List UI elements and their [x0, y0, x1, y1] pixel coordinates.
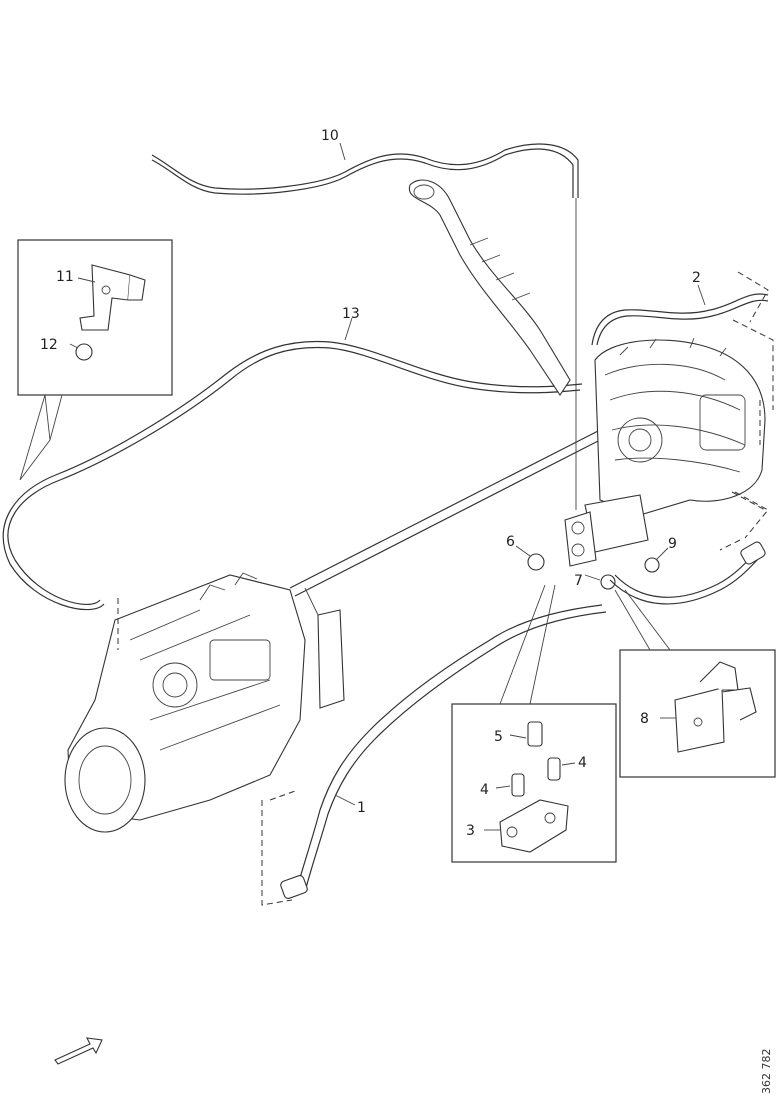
straight-tube [289, 429, 605, 597]
engine-block [64, 572, 345, 833]
right-dashed-guides [719, 491, 766, 551]
callout-3: 3 [466, 823, 475, 839]
callout-2: 2 [692, 270, 701, 286]
callout-5: 5 [494, 729, 503, 745]
callout-7: 7 [574, 573, 583, 589]
callout-leaders [334, 142, 706, 806]
fitting-5 [527, 721, 543, 747]
direction-arrow-icon [54, 1037, 103, 1065]
compressor [594, 337, 766, 516]
callout-4-left: 4 [480, 782, 489, 798]
pipe-1-dashed-guides [261, 789, 299, 906]
inset-box-8 [614, 589, 776, 778]
nut-7 [600, 574, 616, 590]
pipe-2 [591, 293, 769, 346]
bolt-9 [644, 557, 660, 573]
pipe-2-dashed-guides [732, 271, 774, 539]
inset-box-11-12 [17, 239, 173, 481]
callout-12: 12 [40, 337, 58, 353]
callout-1: 1 [357, 800, 366, 816]
nut-12 [75, 343, 93, 361]
callout-10: 10 [321, 128, 339, 144]
callout-13: 13 [342, 306, 360, 322]
pipe-13 [2, 340, 583, 611]
fitting-4-right [547, 757, 561, 781]
callout-11: 11 [56, 269, 74, 285]
valve-bracket [527, 494, 660, 590]
callout-4-right: 4 [578, 755, 587, 771]
pipe-right [609, 541, 766, 605]
inset-box-3-4-5 [451, 584, 617, 863]
fitting-4-left [511, 773, 525, 797]
intake-hose [408, 179, 571, 396]
callout-8: 8 [640, 711, 649, 727]
pipe-10 [151, 143, 579, 198]
document-number: 362 782 [760, 1049, 773, 1095]
nut-6 [527, 553, 545, 571]
callout-6: 6 [506, 534, 515, 550]
pipe-1 [280, 604, 607, 899]
callout-labels: 10 13 2 11 12 6 7 9 8 5 4 4 3 1 [40, 128, 701, 839]
callout-9: 9 [668, 536, 677, 552]
